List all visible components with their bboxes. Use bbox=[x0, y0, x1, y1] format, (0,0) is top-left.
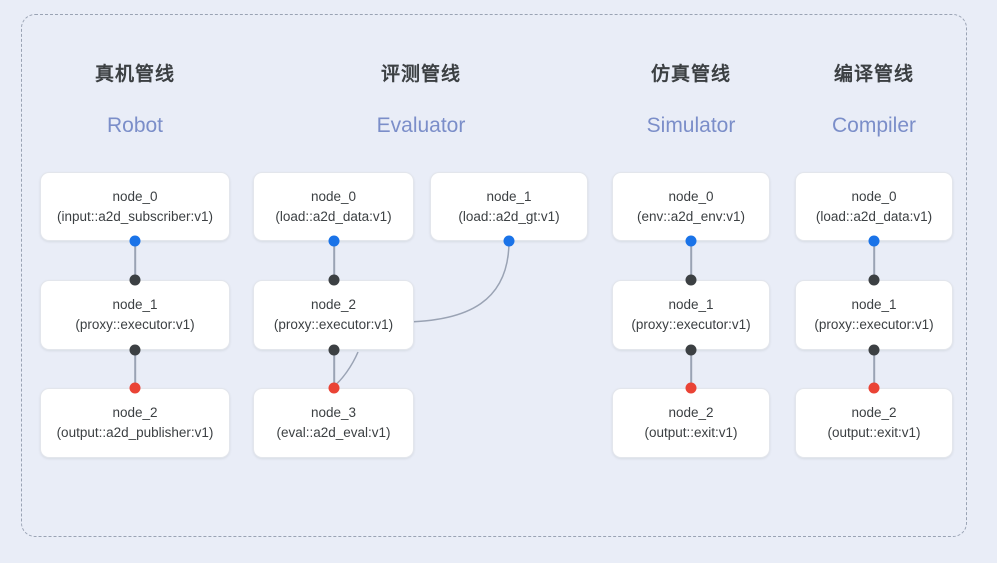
node-title: node_0 bbox=[310, 188, 357, 204]
port-output-c1n1[interactable] bbox=[129, 344, 141, 356]
node-subtitle: (output::exit:v1) bbox=[644, 425, 738, 440]
column-header-compiler: 编译管线 Compiler bbox=[784, 62, 964, 139]
column-title-zh: 编译管线 bbox=[833, 64, 914, 85]
column-header-robot: 真机管线 Robot bbox=[45, 62, 225, 139]
node-title: node_1 bbox=[851, 297, 897, 312]
port-output-c3n1[interactable] bbox=[685, 344, 697, 356]
node-c4n1[interactable]: node_1 (proxy::executor:v1) bbox=[795, 280, 953, 350]
node-c1n0[interactable]: node_0 (input::a2d_subscriber:v1) bbox=[40, 172, 230, 241]
node-title: node_0 bbox=[851, 188, 897, 204]
edge-c1-n1-n2 bbox=[134, 350, 136, 388]
column-title-en: Simulator bbox=[646, 114, 736, 137]
node-title: node_2 bbox=[851, 405, 897, 420]
node-subtitle: (proxy::executor:v1) bbox=[814, 317, 934, 332]
port-input-c1n1[interactable] bbox=[129, 274, 141, 286]
column-title-en: Compiler bbox=[831, 114, 917, 137]
node-subtitle: (proxy::executor:v1) bbox=[273, 317, 394, 332]
port-input-c1n2[interactable] bbox=[129, 382, 141, 394]
port-input-c3n2[interactable] bbox=[685, 382, 697, 394]
port-output-c3n0[interactable] bbox=[685, 235, 697, 247]
node-c2n3[interactable]: node_3 (eval::a2d_eval:v1) bbox=[253, 388, 414, 458]
node-title: node_1 bbox=[486, 188, 532, 204]
node-subtitle: (input::a2d_subscriber:v1) bbox=[56, 208, 214, 224]
node-title: node_2 bbox=[668, 405, 714, 420]
port-input-c4n1[interactable] bbox=[868, 274, 880, 286]
node-c2n0[interactable]: node_0 (load::a2d_data:v1) bbox=[253, 172, 414, 241]
node-subtitle: (output::exit:v1) bbox=[827, 425, 921, 440]
edge-c4-n1-n2 bbox=[873, 350, 875, 388]
node-title: node_1 bbox=[668, 297, 714, 312]
edge-c4-n0-n1 bbox=[873, 241, 875, 280]
node-c4n0[interactable]: node_0 (load::a2d_data:v1) bbox=[795, 172, 953, 241]
node-subtitle: (output::a2d_publisher:v1) bbox=[56, 425, 214, 440]
column-title-zh: 仿真管线 bbox=[650, 64, 731, 85]
node-title: node_0 bbox=[112, 188, 158, 204]
port-input-c3n1[interactable] bbox=[685, 274, 697, 286]
edge-c1-n0-n1 bbox=[134, 241, 136, 280]
port-output-c4n0[interactable] bbox=[868, 235, 880, 247]
port-output-c2n0[interactable] bbox=[328, 235, 340, 247]
node-title: node_2 bbox=[310, 297, 357, 312]
port-input-c2n3[interactable] bbox=[328, 382, 340, 394]
edge-c3-n1-n2 bbox=[690, 350, 692, 388]
node-subtitle: (eval::a2d_eval:v1) bbox=[276, 425, 391, 440]
node-subtitle: (load::a2d_data:v1) bbox=[815, 208, 933, 224]
column-title-zh: 评测管线 bbox=[380, 64, 461, 85]
node-subtitle: (load::a2d_data:v1) bbox=[275, 208, 392, 224]
node-c1n1[interactable]: node_1 (proxy::executor:v1) bbox=[40, 280, 230, 350]
column-header-simulator: 仿真管线 Simulator bbox=[601, 62, 781, 139]
dashed-container-frame bbox=[21, 14, 967, 537]
node-c2n2[interactable]: node_2 (proxy::executor:v1) bbox=[253, 280, 414, 350]
port-output-c1n0[interactable] bbox=[129, 235, 141, 247]
node-c4n2[interactable]: node_2 (output::exit:v1) bbox=[795, 388, 953, 458]
node-subtitle: (env::a2d_env:v1) bbox=[636, 208, 746, 224]
node-c2n1[interactable]: node_1 (load::a2d_gt:v1) bbox=[430, 172, 588, 241]
edge-c3-n0-n1 bbox=[690, 241, 692, 280]
port-input-c4n2[interactable] bbox=[868, 382, 880, 394]
node-c3n2[interactable]: node_2 (output::exit:v1) bbox=[612, 388, 770, 458]
node-c3n1[interactable]: node_1 (proxy::executor:v1) bbox=[612, 280, 770, 350]
node-title: node_0 bbox=[668, 188, 714, 204]
node-title: node_1 bbox=[112, 297, 158, 312]
port-input-c2n2[interactable] bbox=[328, 274, 340, 286]
port-output-c2n1[interactable] bbox=[503, 235, 515, 247]
port-output-c4n1[interactable] bbox=[868, 344, 880, 356]
column-header-evaluator: 评测管线 Evaluator bbox=[331, 62, 511, 139]
node-title: node_3 bbox=[310, 405, 357, 420]
edge-c2-n0-n2 bbox=[333, 241, 335, 280]
node-subtitle: (proxy::executor:v1) bbox=[75, 317, 195, 332]
column-title-en: Evaluator bbox=[376, 114, 466, 137]
node-c3n0[interactable]: node_0 (env::a2d_env:v1) bbox=[612, 172, 770, 241]
column-title-en: Robot bbox=[106, 114, 164, 137]
node-subtitle: (proxy::executor:v1) bbox=[631, 317, 751, 332]
node-title: node_2 bbox=[112, 405, 158, 420]
node-subtitle: (load::a2d_gt:v1) bbox=[458, 208, 560, 224]
port-output-c2n2[interactable] bbox=[328, 344, 340, 356]
column-title-zh: 真机管线 bbox=[94, 64, 175, 85]
node-c1n2[interactable]: node_2 (output::a2d_publisher:v1) bbox=[40, 388, 230, 458]
